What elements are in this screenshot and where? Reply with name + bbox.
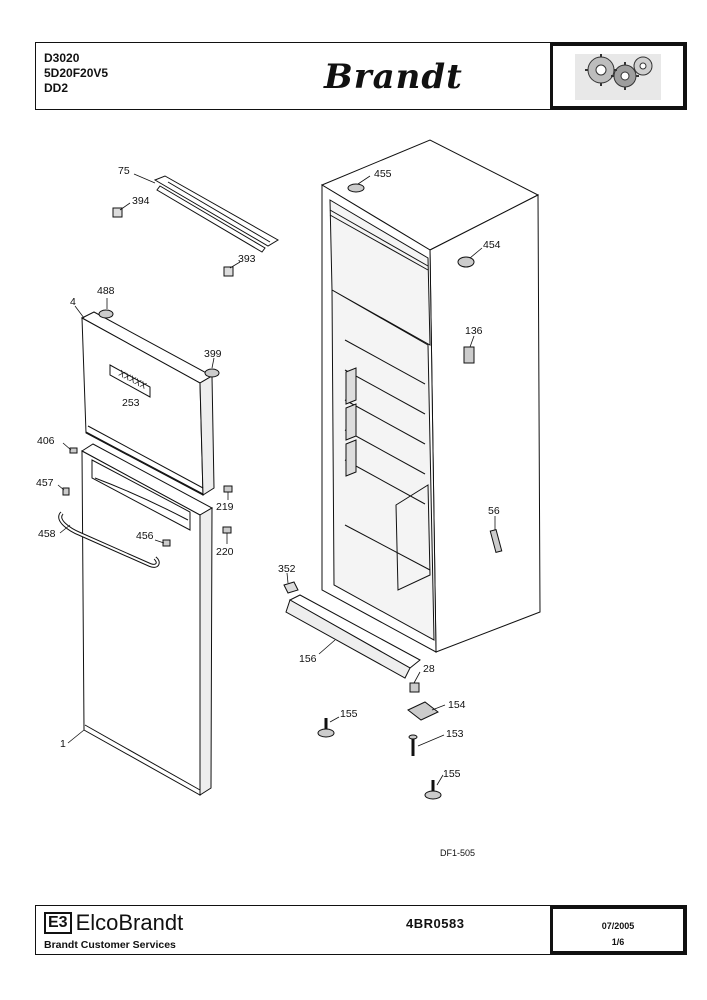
callout-label: 75 — [118, 165, 130, 177]
callout-label: 455 — [374, 168, 392, 180]
part-406-shape — [69, 447, 78, 454]
company-name: ElcoBrandt — [75, 910, 184, 935]
header-frame: D3020 5D20F20V5 DD2 Brandt — [35, 42, 687, 110]
brand-logo: Brandt — [324, 57, 463, 97]
date-page-box: 07/2005 1/6 — [550, 906, 686, 954]
model-code: 5D20F20V5 — [44, 66, 109, 80]
part-456-shape — [162, 539, 171, 547]
part-399-shape — [204, 368, 220, 378]
callout-label: 154 — [448, 699, 466, 711]
part-394-shape — [112, 207, 123, 218]
callout-label: 399 — [204, 348, 222, 360]
callout-label: 153 — [446, 728, 464, 740]
document-number: 4BR0583 — [406, 916, 465, 931]
leveling-foot — [424, 780, 442, 800]
part-352-shape — [283, 581, 299, 594]
callout-label: 4 — [70, 296, 76, 308]
model-list: D3020 5D20F20V5 DD2 — [44, 51, 108, 96]
callout-label: 220 — [216, 546, 234, 558]
gears-logo-box — [550, 43, 686, 109]
callout-label: 393 — [238, 253, 256, 265]
refrigerator-cabinet — [320, 139, 541, 653]
callout-label: 28 — [423, 663, 435, 675]
callout-label: 457 — [36, 477, 54, 489]
top-hinge-bar — [153, 175, 279, 253]
callout-label: 394 — [132, 195, 150, 207]
part-393-shape — [223, 266, 234, 277]
page-number: 1/6 — [611, 937, 625, 947]
customer-services-label: Brandt Customer Services — [44, 939, 176, 951]
callout-label: 155 — [443, 768, 461, 780]
callout-label: 219 — [216, 501, 234, 513]
callout-label: 406 — [37, 435, 55, 447]
callout-label: 352 — [278, 563, 296, 575]
part-488-shape — [98, 309, 114, 319]
drawing-code: DF1-505 — [440, 848, 475, 858]
callout-label: 56 — [488, 505, 500, 517]
callout-label: 155 — [340, 708, 358, 720]
callout-label: 488 — [97, 285, 115, 297]
part-154-shape — [407, 701, 439, 721]
screw-153 — [408, 734, 418, 756]
callout-label: 156 — [299, 653, 317, 665]
callout-label: 1 — [60, 738, 66, 750]
model-code: DD2 — [44, 81, 69, 95]
gears-icon — [575, 54, 661, 100]
part-220-shape — [222, 526, 232, 534]
callout-label: 136 — [465, 325, 483, 337]
part-219-shape — [223, 485, 233, 493]
callout-label: 458 — [38, 528, 56, 540]
document-date: 07/2005 — [601, 921, 635, 931]
callout-label: 454 — [483, 239, 501, 251]
part-28-shape — [409, 682, 420, 693]
part-455-shape — [347, 183, 365, 193]
bottom-grille — [285, 594, 421, 679]
leveling-foot — [317, 718, 335, 738]
callout-label: 456 — [136, 530, 154, 542]
fridge-door — [81, 443, 214, 796]
part-56-shape — [489, 528, 503, 554]
part-454-shape — [457, 256, 475, 268]
part-457-shape — [62, 487, 70, 496]
elcobrandt-mark: E3 — [44, 912, 72, 934]
part-136-shape — [463, 346, 475, 364]
callout-label: 253 — [122, 397, 140, 409]
model-code: D3020 — [44, 51, 80, 65]
